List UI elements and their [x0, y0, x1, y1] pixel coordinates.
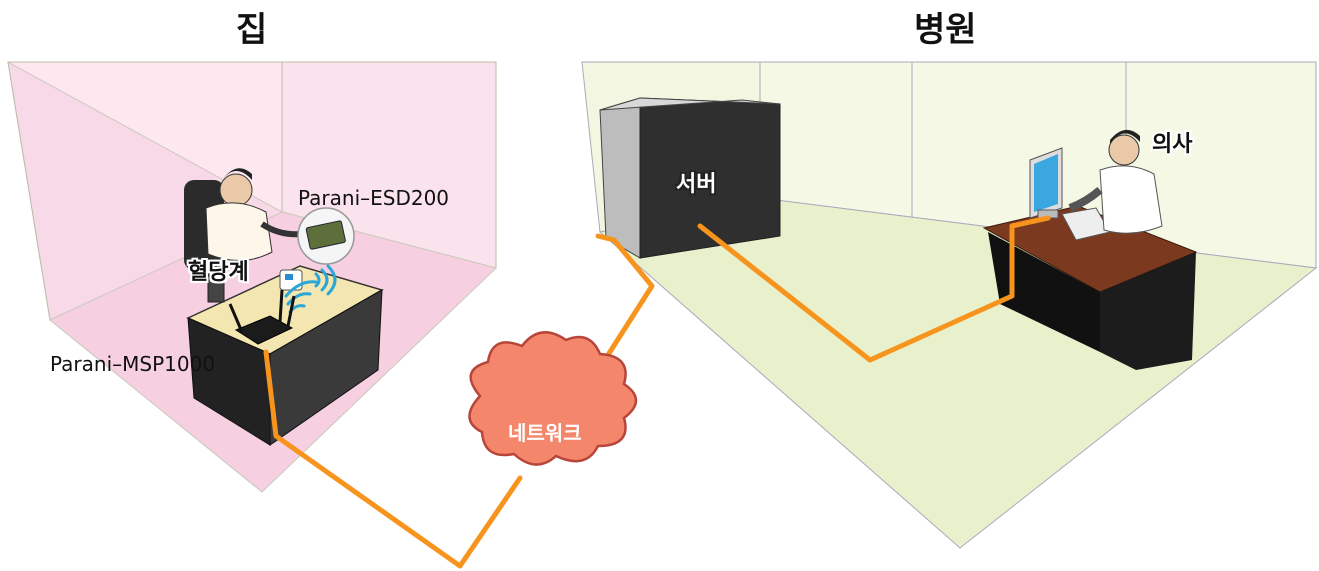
home-title: 집: [236, 10, 268, 50]
network-server-line: [589, 233, 655, 383]
doctor-desk: [982, 205, 1198, 370]
network-cloud-icon: [468, 331, 638, 466]
home-room: [7, 61, 497, 493]
esd200-label: Parani–ESD200: [298, 186, 450, 210]
server-rack: [599, 97, 781, 259]
msp1000-router: [228, 289, 296, 345]
server-doctor-line: [697, 215, 1051, 363]
patient-figure: [184, 168, 303, 303]
hospital-title: 병원: [914, 10, 977, 50]
server-label: 서버: [676, 172, 717, 197]
msp1000-label: Parani–MSP1000: [50, 352, 216, 376]
glucose-meter-label: 혈당계: [188, 260, 249, 285]
esd200-module: [297, 207, 355, 265]
network-label: 네트워크: [508, 421, 582, 445]
wireless-waves-icon: [284, 264, 337, 314]
doctor-figure: [1068, 129, 1163, 234]
connection-lines: [263, 215, 1051, 569]
doctor-label: 의사: [1152, 132, 1193, 157]
home-network-line: [263, 349, 523, 569]
computer-monitor: [1029, 147, 1111, 241]
